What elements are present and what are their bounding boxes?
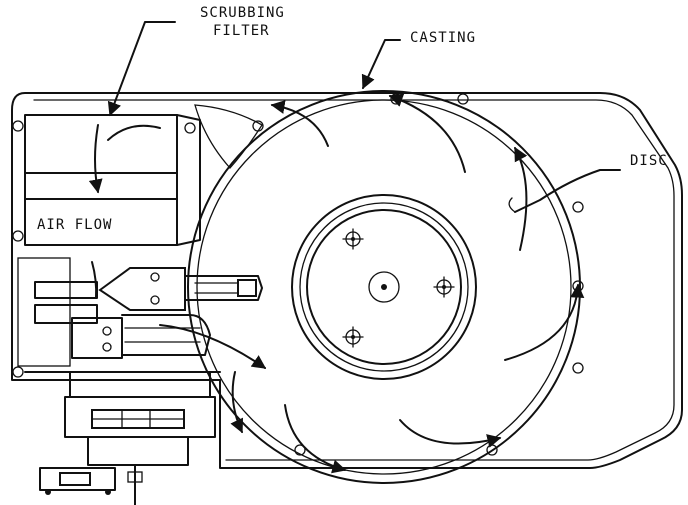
filter-label: FILTER bbox=[213, 23, 270, 39]
casting-label: CASTING bbox=[410, 30, 476, 46]
casting-outline bbox=[11, 92, 683, 469]
motor-assembly bbox=[39, 371, 216, 505]
disc-label: DISC bbox=[630, 153, 668, 169]
scrubbing-label: SCRUBBING bbox=[200, 5, 285, 21]
head-actuator-assembly bbox=[17, 257, 263, 373]
air-flow-arrows bbox=[88, 93, 585, 474]
spindle-hub bbox=[342, 228, 455, 348]
leader-lines bbox=[107, 21, 621, 213]
air-flow-label: AIR FLOW bbox=[37, 217, 112, 233]
mounting-holes bbox=[12, 93, 584, 456]
